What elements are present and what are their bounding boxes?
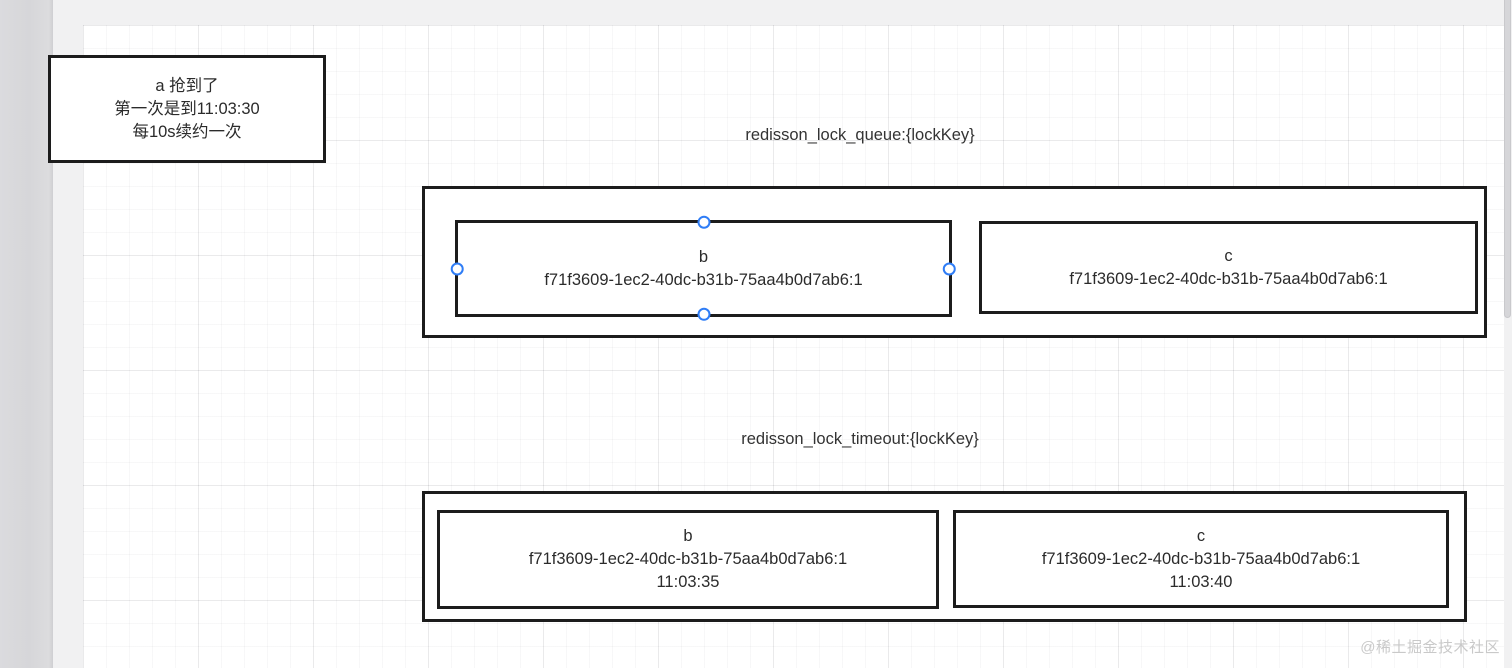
timeout-item-c-name: c [1196, 526, 1206, 545]
timeout-item-b-shape[interactable]: b f71f3609-1ec2-40dc-b31b-75aa4b0d7ab6:1… [437, 510, 939, 609]
timeout-item-c-time: 11:03:40 [1169, 572, 1233, 591]
note-line: 第一次是到11:03:30 [114, 99, 260, 118]
connection-handle-bottom[interactable] [697, 307, 710, 321]
note-line: a 抢到了 [155, 76, 219, 95]
timeout-item-b-name: b [683, 527, 693, 545]
timeout-item-c-uuid: f71f3609-1ec2-40dc-b31b-75aa4b0d7ab6:1 [1041, 549, 1361, 568]
label-redisson-lock-queue[interactable]: redisson_lock_queue:{lockKey} [745, 126, 975, 144]
timeout-item-c-shape[interactable]: c f71f3609-1ec2-40dc-b31b-75aa4b0d7ab6:1… [953, 510, 1449, 608]
queue-item-b-name: b [698, 247, 709, 266]
queue-item-c-uuid: f71f3609-1ec2-40dc-b31b-75aa4b0d7ab6:1 [1069, 269, 1388, 288]
queue-item-c-name: c [1224, 246, 1233, 265]
timeout-item-b-uuid: f71f3609-1ec2-40dc-b31b-75aa4b0d7ab6:1 [528, 550, 848, 568]
note-shape-a-lock-acquired[interactable]: a 抢到了 第一次是到11:03:30 每10s续约一次 [48, 55, 326, 163]
left-panel-edge [0, 0, 53, 668]
connection-handle-left[interactable] [450, 262, 464, 275]
queue-item-b-uuid: f71f3609-1ec2-40dc-b31b-75aa4b0d7ab6:1 [544, 270, 863, 289]
queue-item-c-shape[interactable]: c f71f3609-1ec2-40dc-b31b-75aa4b0d7ab6:1 [979, 221, 1478, 314]
vertical-scrollbar-thumb[interactable] [1504, 0, 1511, 318]
note-line: 每10s续约一次 [132, 122, 242, 141]
connection-handle-right[interactable] [942, 262, 956, 275]
label-redisson-lock-timeout[interactable]: redisson_lock_timeout:{lockKey} [741, 430, 979, 448]
connection-handle-top[interactable] [697, 215, 710, 229]
watermark-text: @稀土掘金技术社区 [1360, 639, 1500, 656]
timeout-item-b-time: 11:03:35 [656, 573, 720, 591]
queue-item-b-shape[interactable]: b f71f3609-1ec2-40dc-b31b-75aa4b0d7ab6:1 [450, 215, 956, 321]
